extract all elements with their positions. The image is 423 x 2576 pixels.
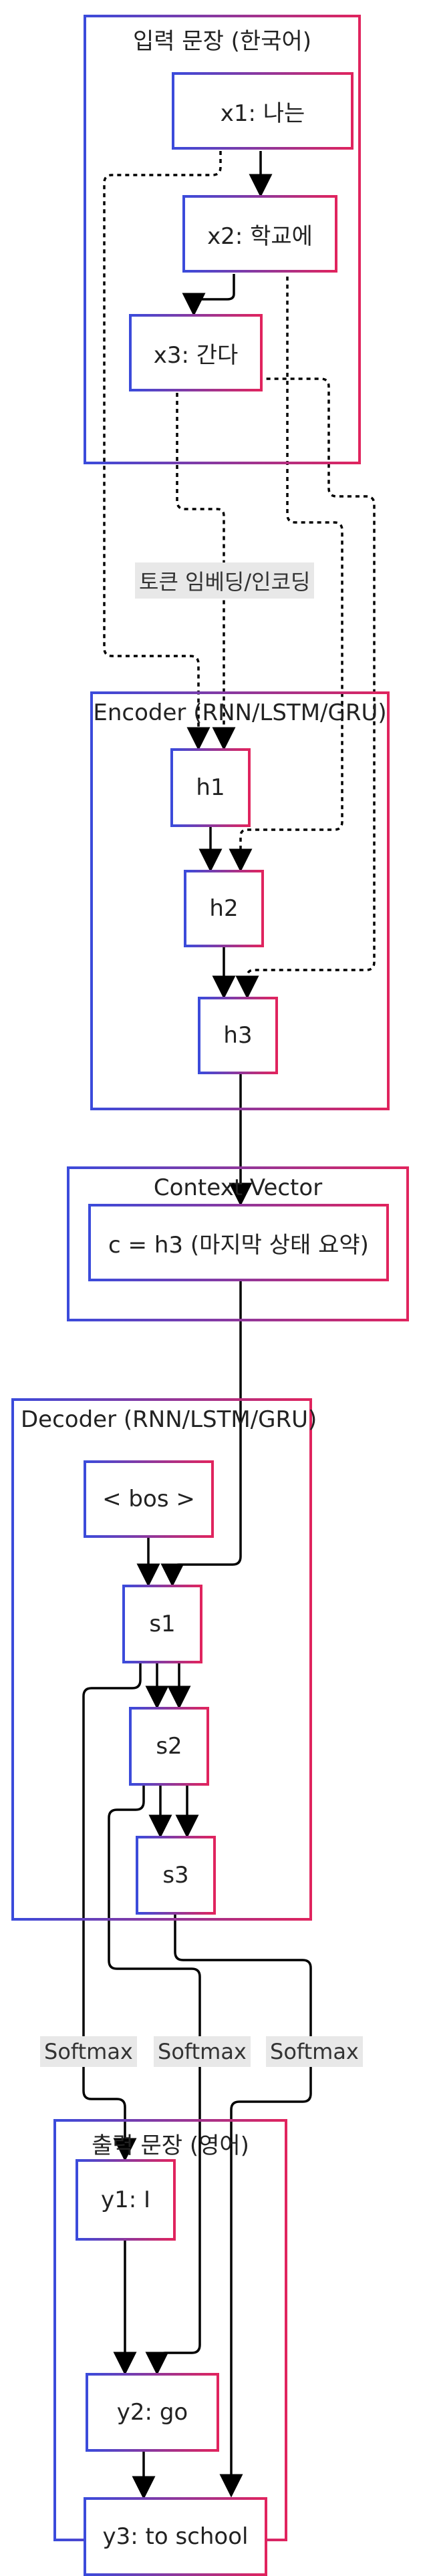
embedding-edge-label: 토큰 임베딩/인코딩 bbox=[135, 562, 315, 599]
node-h2: h2 bbox=[184, 870, 264, 947]
output-group-title: 출력 문장 (영어) bbox=[92, 2132, 249, 2159]
node-s2: s2 bbox=[129, 1707, 209, 1786]
context-group-title: Context Vector bbox=[153, 1174, 323, 1201]
node-x1: x1: 나는 bbox=[172, 72, 354, 150]
softmax-label-2: Softmax bbox=[154, 2036, 251, 2067]
node-y3: y3: to school bbox=[84, 2497, 267, 2576]
node-context-c: c = h3 (마지막 상태 요약) bbox=[88, 1204, 389, 1281]
encoder-group-title: Encoder (RNN/LSTM/GRU) bbox=[93, 699, 387, 726]
softmax-label-1: Softmax bbox=[40, 2036, 137, 2067]
node-s1: s1 bbox=[122, 1585, 202, 1663]
node-h3: h3 bbox=[198, 997, 278, 1074]
node-h1: h1 bbox=[170, 748, 251, 827]
node-bos: < bos > bbox=[84, 1460, 214, 1538]
input-group-title: 입력 문장 (한국어) bbox=[132, 28, 312, 55]
edge-s3-y3 bbox=[174, 1915, 312, 2498]
node-y1: y1: I bbox=[76, 2159, 176, 2241]
edge-x3-h1 bbox=[176, 361, 236, 751]
node-y2: y2: go bbox=[86, 2373, 219, 2452]
node-s3: s3 bbox=[136, 1836, 216, 1915]
node-x3: x3: 간다 bbox=[129, 314, 263, 391]
node-x2: x2: 학교에 bbox=[182, 195, 337, 273]
decoder-group-title: Decoder (RNN/LSTM/GRU) bbox=[21, 1406, 317, 1433]
softmax-label-3: Softmax bbox=[266, 2036, 363, 2067]
